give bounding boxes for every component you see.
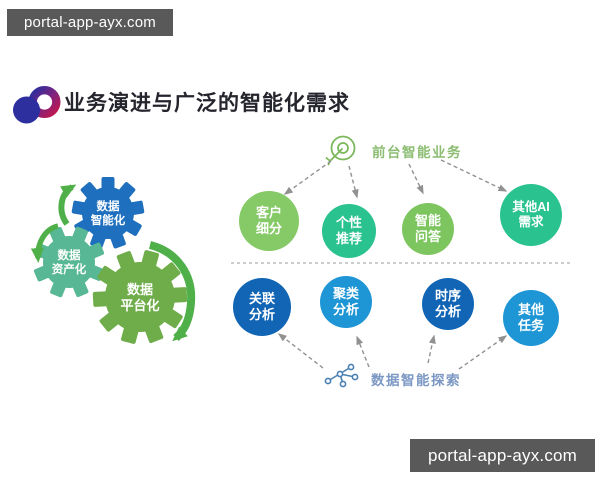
bubble-other-ai-needs: 其他AI 需求 <box>500 184 562 246</box>
bubble-label: 客户 <box>255 205 282 221</box>
data-explore-connectors <box>277 333 508 370</box>
bubble-label: 个性 <box>335 215 362 231</box>
svg-text:数据: 数据 <box>58 248 81 262</box>
bubble-personalized-recommendation: 个性 推荐 <box>322 204 376 258</box>
bubble-intelligent-qa: 智能 问答 <box>402 203 454 255</box>
bubble-label: 任务 <box>517 318 544 333</box>
svg-text:资产化: 资产化 <box>52 262 87 276</box>
page-title: 业务演进与广泛的智能化需求 <box>64 92 350 115</box>
watermark-bottom-right: portal-app-ayx.com <box>410 439 595 472</box>
bubble-label: 分析 <box>332 302 359 317</box>
dashed-arrow <box>427 334 436 364</box>
brand-logo-icon <box>13 85 61 124</box>
dashed-arrow <box>277 333 324 369</box>
svg-text:数据: 数据 <box>97 199 120 213</box>
dashed-arrow <box>458 335 508 370</box>
front-office-connectors <box>283 159 508 199</box>
bubble-label: 细分 <box>255 221 282 236</box>
bubble-label: 其他 <box>517 302 544 318</box>
bubble-label: 关联 <box>248 291 275 307</box>
cycle-arrow-up-icon <box>58 184 77 226</box>
watermark-top-left: portal-app-ayx.com <box>7 9 173 36</box>
bubble-label: 其他AI <box>512 199 550 214</box>
data-explore-label: 数据智能探索 <box>371 373 461 388</box>
bubble-label: 分析 <box>434 304 461 319</box>
dashed-arrow <box>283 160 332 195</box>
dashed-arrow <box>356 335 370 368</box>
svg-text:数据: 数据 <box>127 282 153 297</box>
target-arrow-icon <box>325 135 356 166</box>
bubble-label: 时序 <box>434 288 461 304</box>
bubble-label: 聚类 <box>332 286 359 302</box>
dashed-arrow <box>348 165 359 199</box>
gear-data-intelligence: 数据 智能化 <box>71 177 145 249</box>
front-office-label: 前台智能业务 <box>372 145 462 160</box>
bubble-clustering-analysis: 聚类 分析 <box>320 276 372 328</box>
gear-data-platform: 数据 平台化 <box>92 250 188 344</box>
bubble-other-tasks: 其他 任务 <box>503 290 559 346</box>
bubble-customer-segmentation: 客户 细分 <box>239 191 299 251</box>
dashed-arrow <box>440 159 508 192</box>
bubble-label: 问答 <box>414 229 441 244</box>
bubble-label: 智能 <box>414 213 441 229</box>
dashed-arrow <box>408 163 424 195</box>
svg-text:智能化: 智能化 <box>91 213 126 227</box>
network-nodes-icon <box>324 363 359 388</box>
bubble-label: 推荐 <box>335 231 362 246</box>
bubble-label: 需求 <box>518 215 544 229</box>
bubble-timeseries-analysis: 时序 分析 <box>422 278 474 330</box>
cycle-arrow-left-icon <box>30 223 59 263</box>
svg-text:平台化: 平台化 <box>120 298 159 313</box>
gear-cycle-arrows <box>30 184 196 342</box>
cycle-arrow-right-icon <box>148 241 196 342</box>
bubble-association-analysis: 关联 分析 <box>233 278 291 336</box>
bubble-label: 分析 <box>248 307 275 322</box>
